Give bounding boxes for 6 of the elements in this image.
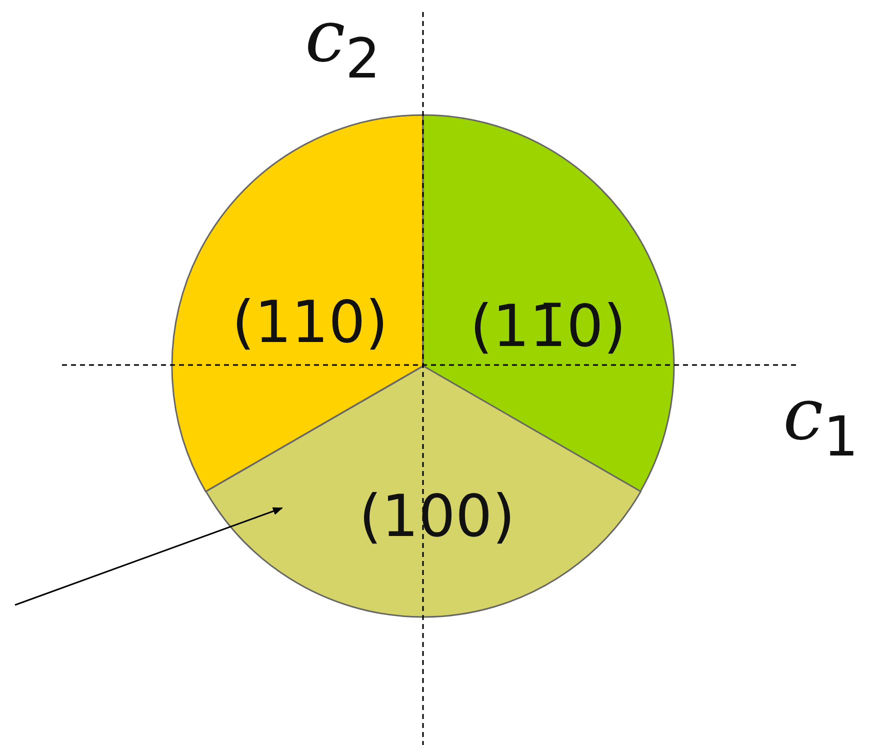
axis-label: c$_{1}$ xyxy=(783,378,858,464)
sector-label: (11̄0) xyxy=(470,297,626,355)
arrow xyxy=(14,507,283,606)
sector-label: (100) xyxy=(359,487,515,545)
sector-label: (110) xyxy=(232,293,388,351)
axis-label: c$_{2}$ xyxy=(305,0,380,86)
